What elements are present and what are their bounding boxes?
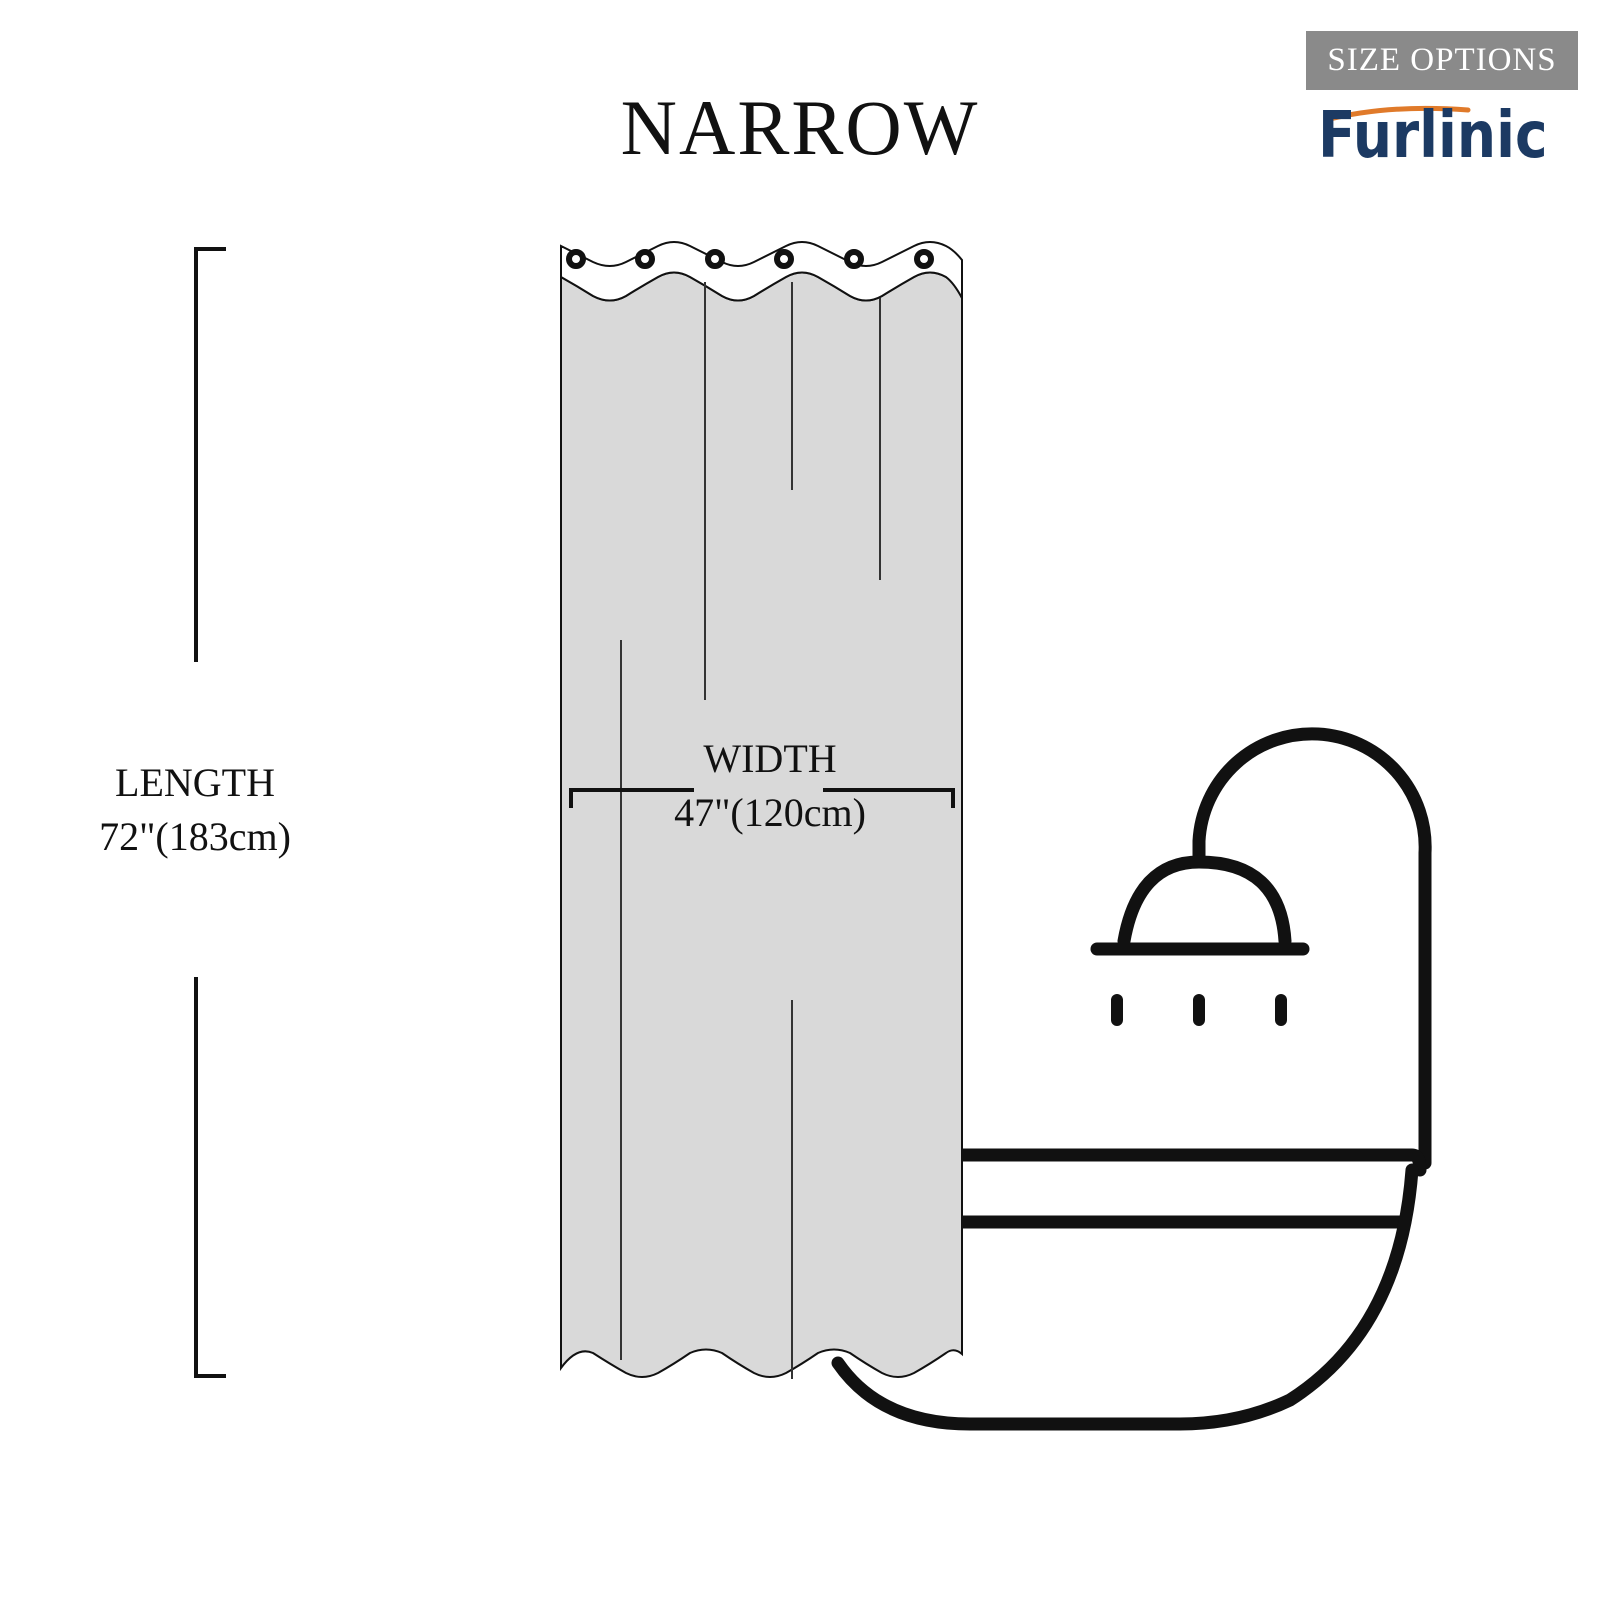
shower-curtain-icon	[560, 241, 963, 1379]
curtain-folds	[620, 282, 881, 1379]
curtain-grommets-icon	[566, 249, 934, 269]
length-heading: LENGTH	[115, 760, 275, 805]
length-label: LENGTH 72"(183cm)	[60, 756, 330, 864]
width-heading: WIDTH	[703, 736, 837, 781]
shower-head-icon	[1117, 855, 1292, 948]
curtain-header-band	[560, 241, 963, 302]
brand-name: Furlinic	[1318, 99, 1548, 173]
water-drops-icon	[1111, 994, 1287, 1026]
brand-logo: Furlinic	[1318, 96, 1578, 176]
width-label: WIDTH 47"(120cm)	[640, 732, 900, 840]
width-value: 47"(120cm)	[674, 790, 866, 835]
width-bracket-right	[823, 788, 955, 808]
width-bracket-left	[569, 788, 694, 808]
length-bracket-top	[194, 247, 226, 662]
length-value: 72"(183cm)	[99, 814, 291, 859]
length-bracket	[194, 247, 226, 1378]
brand-swoosh-icon	[1323, 105, 1471, 123]
shower-pipe-icon	[1192, 727, 1432, 1170]
bathtub-icon	[831, 1148, 1427, 1431]
shower-tub-icon	[831, 727, 1432, 1431]
width-bracket	[569, 788, 955, 808]
size-options-badge: SIZE OPTIONS	[1306, 31, 1578, 90]
length-bracket-bottom	[194, 977, 226, 1378]
size-title: NARROW	[620, 84, 980, 171]
